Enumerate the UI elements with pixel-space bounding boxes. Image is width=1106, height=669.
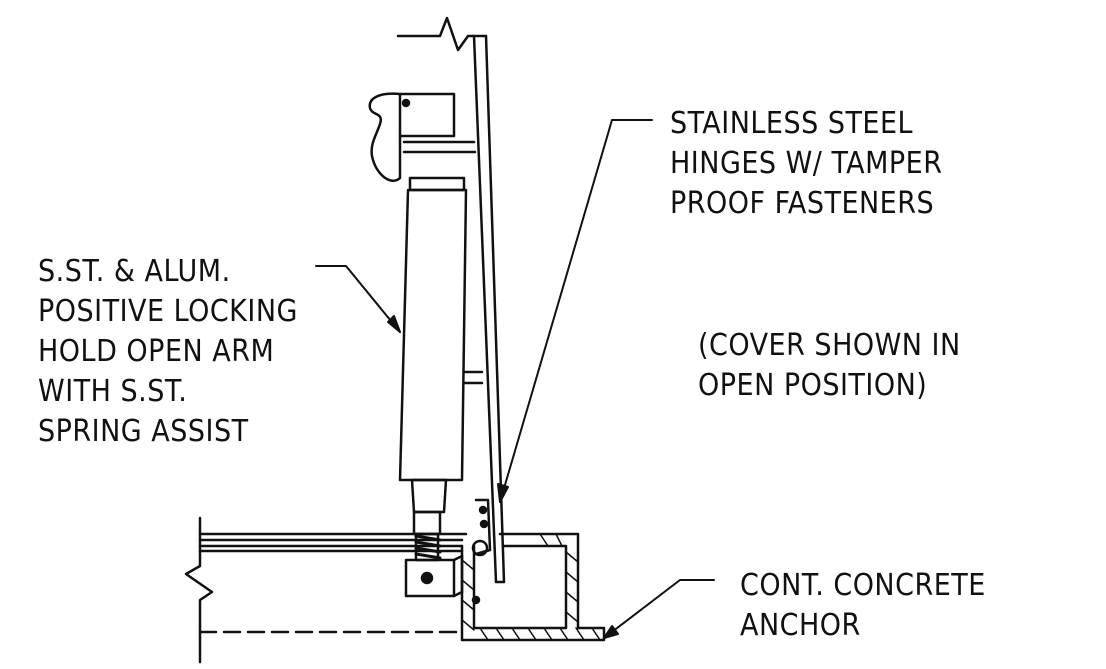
cover-note-line-2: OPEN POSITION) xyxy=(698,368,928,403)
anchor-callout-line-1: CONT. CONCRETE xyxy=(740,568,986,603)
hinges-callout-line-1: STAINLESS STEEL xyxy=(670,106,914,141)
arm-callout-line-1: S.ST. & ALUM. xyxy=(38,254,231,289)
arm-callout-line-5: SPRING ASSIST xyxy=(38,414,249,449)
arm-callout-line-2: POSITIVE LOCKING xyxy=(38,294,298,329)
hold-open-arm xyxy=(368,92,484,598)
frame-section xyxy=(184,498,606,664)
hinges-callout-line-3: PROOF FASTENERS xyxy=(670,186,935,221)
anchor-callout-line-2: ANCHOR xyxy=(740,608,861,643)
arm-callout: S.ST. & ALUM. POSITIVE LOCKING HOLD OPEN… xyxy=(38,252,298,452)
hinges-callout-line-2: HINGES W/ TAMPER xyxy=(670,146,943,181)
cover-note-line-1: (COVER SHOWN IN xyxy=(698,328,961,363)
leader-lines xyxy=(315,119,715,639)
hinges-callout: STAINLESS STEEL HINGES W/ TAMPER PROOF F… xyxy=(670,104,942,224)
anchor-callout: CONT. CONCRETE ANCHOR xyxy=(740,566,986,646)
cover-note: (COVER SHOWN IN OPEN POSITION) xyxy=(698,326,961,406)
arm-callout-line-4: WITH S.ST. xyxy=(38,374,188,409)
arm-callout-line-3: HOLD OPEN ARM xyxy=(38,334,275,369)
